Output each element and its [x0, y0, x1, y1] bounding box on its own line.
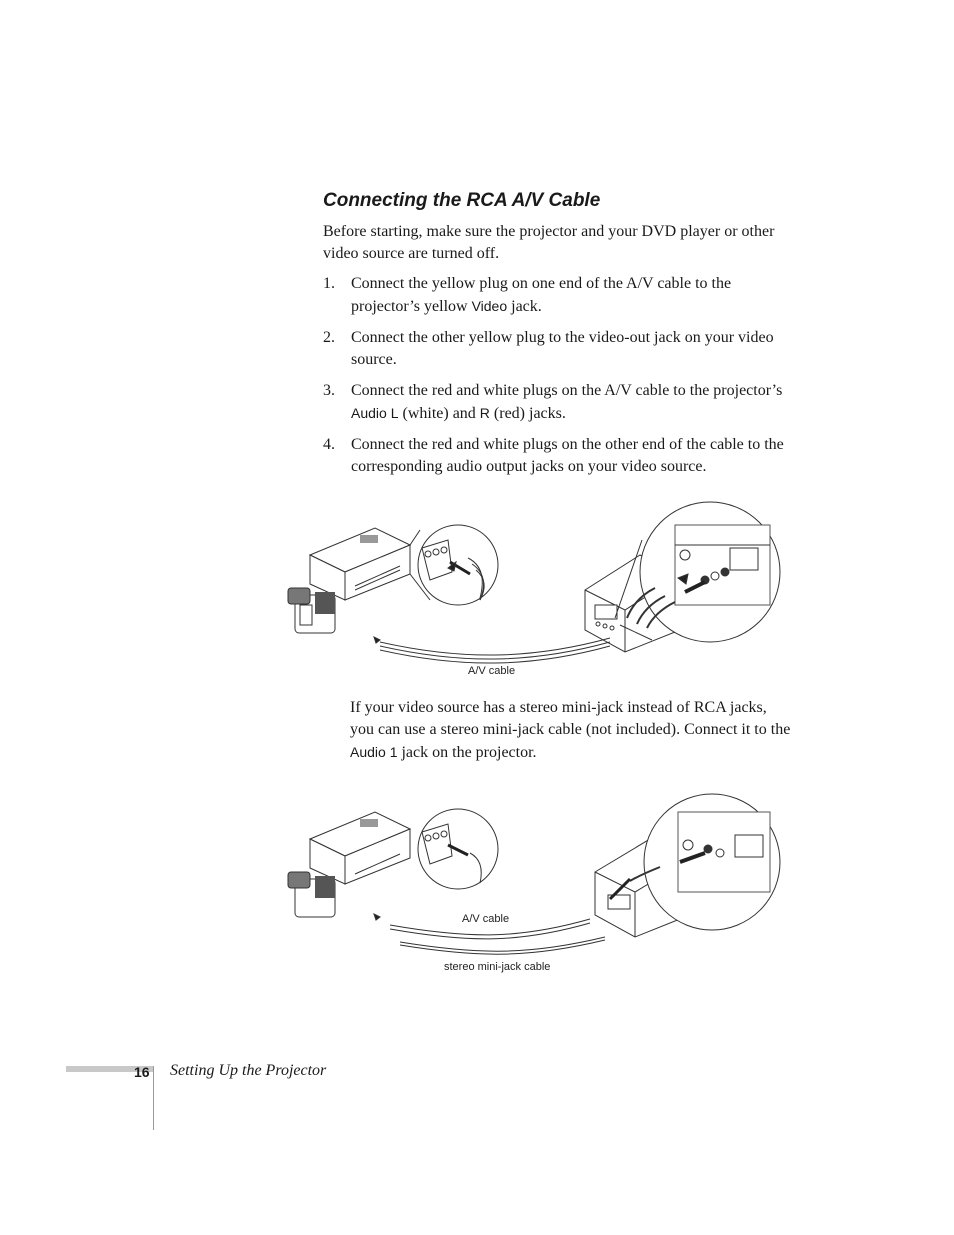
step-number: 4.: [323, 436, 335, 453]
intro-paragraph: Before starting, make sure the projector…: [323, 223, 775, 262]
step-4: 4. Connect the red and white plugs on th…: [323, 436, 784, 475]
rca-connection-figure: A/V cable: [287, 501, 781, 677]
step-3: 3. Connect the red and white plugs on th…: [323, 382, 783, 422]
step-1: 1. Connect the yellow plug on one end of…: [323, 275, 732, 315]
projector-jack-zoom: [608, 793, 781, 931]
step-number: 3.: [323, 382, 335, 399]
stereo-minijack-figure: A/V cable stereo mini-jack cable: [287, 793, 781, 973]
step-number: 1.: [323, 275, 335, 292]
stereo-minijack-cable-illustration: [399, 936, 606, 955]
footer-divider: [153, 1066, 154, 1130]
dvd-player-illustration: [308, 811, 412, 885]
stereo-cable-caption: stereo mini-jack cable: [444, 961, 550, 973]
video-jack-label: Video: [471, 298, 508, 314]
step-number: 2.: [323, 329, 335, 346]
footer-rule: [66, 1066, 154, 1072]
page-number: 16: [134, 1064, 150, 1080]
audio-l-label: Audio L: [351, 405, 399, 421]
r-jack-label: R: [479, 405, 490, 421]
av-cable-illustration: [373, 913, 591, 940]
camcorder-illustration: [287, 587, 336, 634]
av-cable-illustration: [373, 636, 611, 664]
projector-jack-zoom: [614, 501, 781, 643]
dvd-player-illustration: [308, 527, 412, 601]
av-cable-caption: A/V cable: [462, 913, 509, 925]
running-title: Setting Up the Projector: [170, 1062, 327, 1079]
audio-1-jack-label: Audio 1: [350, 744, 398, 760]
step-2: 2. Connect the other yellow plug to the …: [323, 329, 774, 368]
camcorder-illustration: [287, 871, 336, 918]
steps-list: 1. Connect the yellow plug on one end of…: [323, 273, 793, 487]
av-cable-caption: A/V cable: [468, 665, 515, 677]
dvd-jack-zoom: [409, 524, 499, 606]
dvd-jack-zoom: [417, 808, 499, 890]
stereo-note-paragraph: If your video source has a stereo mini-j…: [350, 699, 791, 761]
section-heading: Connecting the RCA A/V Cable: [323, 190, 601, 211]
